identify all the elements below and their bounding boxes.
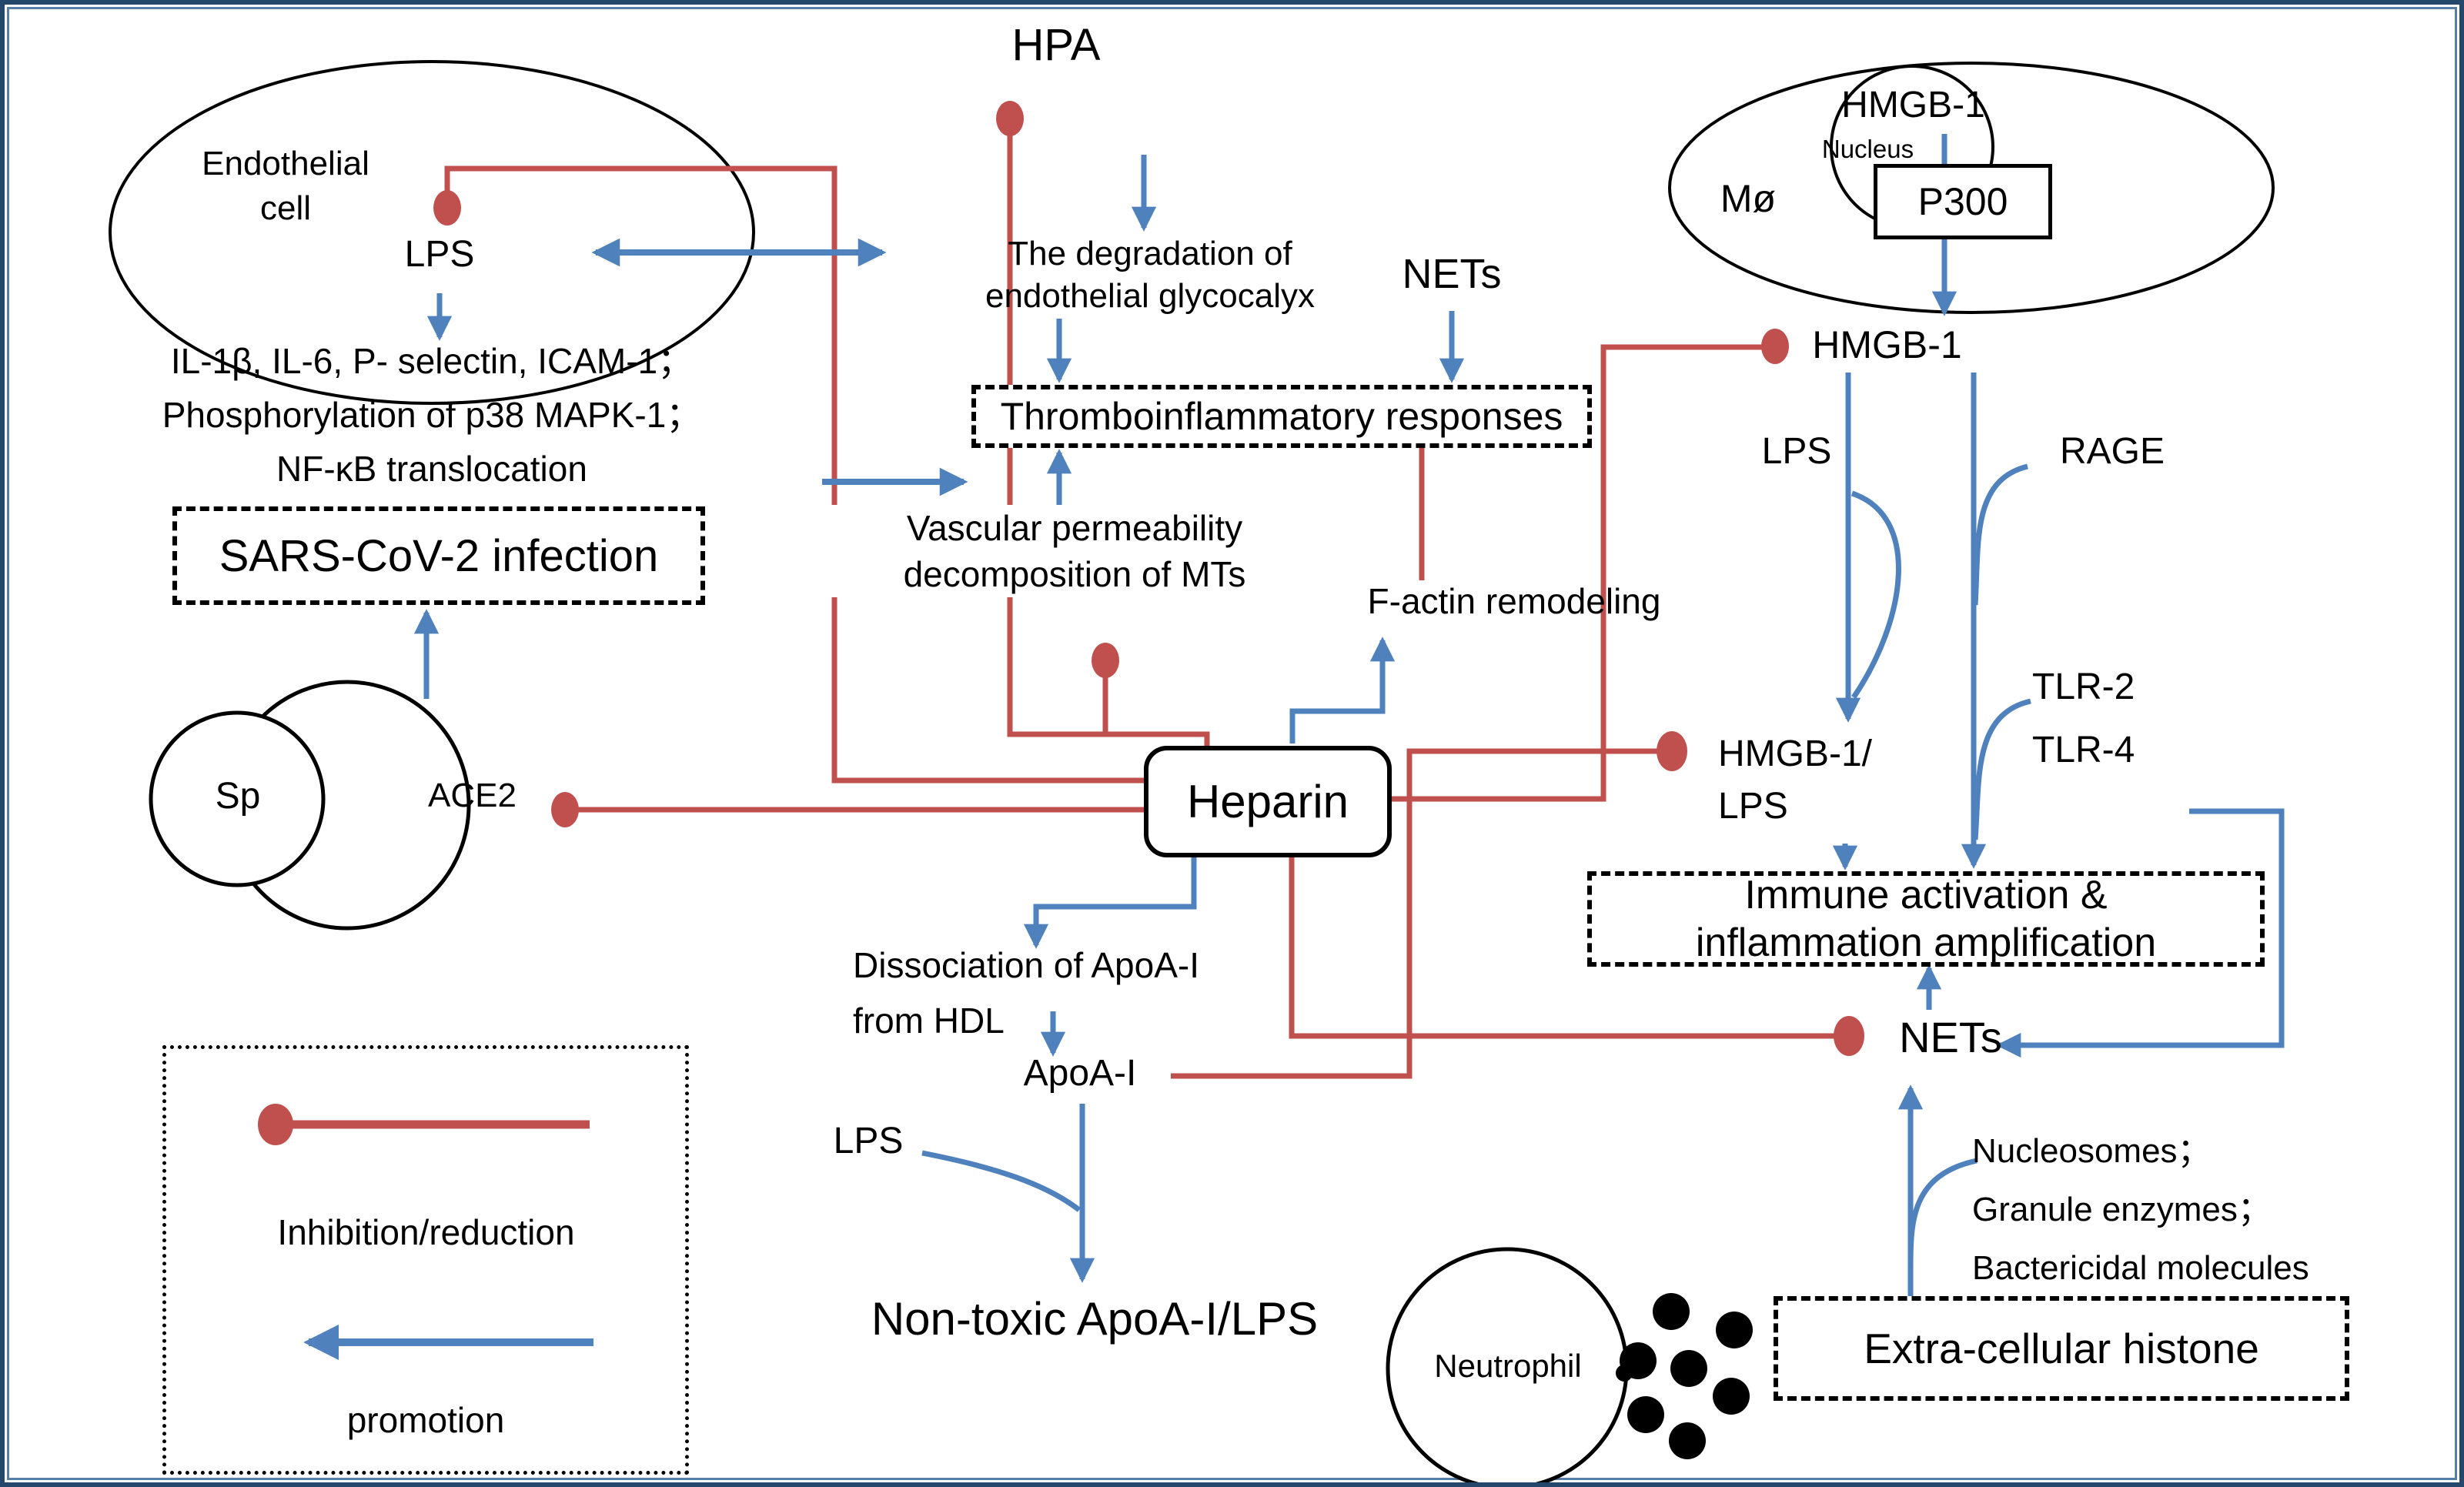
- p300-box-label: P300: [1917, 180, 2008, 223]
- lps-right-label: LPS: [1761, 431, 1832, 472]
- heparin-to-endothelial-lps-line: [444, 165, 1145, 784]
- nontoxic-label: Non-toxic ApoA-I/LPS: [871, 1293, 1319, 1345]
- legend-promotion-label: promotion: [346, 1400, 505, 1440]
- nets-top-label: NETs: [1402, 251, 1502, 297]
- tlr-to-nets-elbow-arrow: [1996, 808, 2285, 1058]
- histone-box: Extra-cellular histone: [1774, 1296, 2349, 1401]
- thrombo-box-label: Thromboinflammatory responses: [1000, 395, 1563, 438]
- nucleosomes-label: Nucleosomes； Granule enzymes； Bactericid…: [1972, 1132, 2309, 1287]
- hmgb1-released-label: HMGB-1: [1812, 323, 1962, 366]
- heparin-to-hmgb1-line: [1390, 344, 1766, 802]
- hmgb1-lps-label: HMGB-1/ LPS: [1718, 733, 1873, 827]
- nucleus-label: Nucleus: [1821, 135, 1914, 163]
- heparin-to-thrombo-and-mts-line: [1007, 448, 1210, 747]
- lps-left-label: LPS: [833, 1121, 904, 1161]
- apoa1-hmgb1lps-line: [1171, 748, 1661, 1079]
- macrophage-label: Mø: [1720, 177, 1777, 220]
- heparin-to-nets-line: [1289, 856, 1840, 1039]
- rage-join-curve: [1972, 463, 2028, 606]
- p300-box: P300: [1874, 164, 2052, 239]
- dissociation-label: Dissociation of ApoA-I from HDL: [853, 945, 1200, 1041]
- histone-box-label: Extra-cellular histone: [1864, 1325, 2259, 1372]
- lps-right-join-curve: [1851, 490, 1901, 699]
- sars-box-label: SARS-CoV-2 infection: [219, 530, 659, 581]
- sp-shape: [149, 710, 326, 887]
- sars-box: SARS-CoV-2 infection: [172, 506, 705, 605]
- il-effects-label: IL-1β, IL-6, P- selectin, ICAM-1； Phosph…: [162, 341, 702, 489]
- endothelial-lps-label: LPS: [404, 234, 475, 275]
- lps-left-join-curve: [921, 1150, 1082, 1212]
- endothelial-cell-shape: [109, 60, 755, 405]
- nucleosomes-join-curve: [1907, 1158, 1978, 1268]
- inhibition-dots: [258, 101, 1864, 1145]
- endothelial-cell-label: Endothelial cell: [202, 145, 369, 227]
- vascular-label: Vascular permeability decomposition of M…: [822, 505, 1327, 597]
- degradation-label: The degradation of endothelial glycocaly…: [985, 235, 1316, 315]
- heparin-to-dissociation-arrow: [1023, 857, 1197, 949]
- hpa-label: HPA: [1011, 20, 1101, 70]
- factin-label: F-actin remodeling: [1367, 581, 1661, 621]
- heparin-to-factin-arrow: [1289, 637, 1396, 744]
- sp-label: Sp: [215, 776, 261, 817]
- thrombo-box: Thromboinflammatory responses: [971, 385, 1592, 448]
- nucleus-hmgb1-label: HMGB-1: [1841, 85, 1985, 125]
- tlr-join-curve: [1972, 698, 2031, 840]
- neutrophil-label: Neutrophil: [1434, 1348, 1582, 1384]
- rage-label: RAGE: [2059, 431, 2165, 472]
- legend-box: [162, 1045, 689, 1475]
- tlr-label: TLR-2 TLR-4: [2032, 667, 2135, 770]
- immune-box-label: Immune activation & inflammation amplifi…: [1695, 872, 2157, 965]
- ace2-label: ACE2: [428, 777, 517, 814]
- connector-layer: [109, 60, 2285, 1482]
- nets-right-label: NETs: [1899, 1013, 2002, 1061]
- immune-box: Immune activation & inflammation amplifi…: [1587, 871, 2265, 967]
- heparin-box-label: Heparin: [1186, 776, 1349, 827]
- legend-inhibition-label: Inhibition/reduction: [277, 1212, 575, 1252]
- apoa1-label: ApoA-I: [1023, 1053, 1137, 1094]
- heparin-box: Heparin: [1144, 746, 1392, 857]
- granule-dots: [1616, 1293, 1753, 1459]
